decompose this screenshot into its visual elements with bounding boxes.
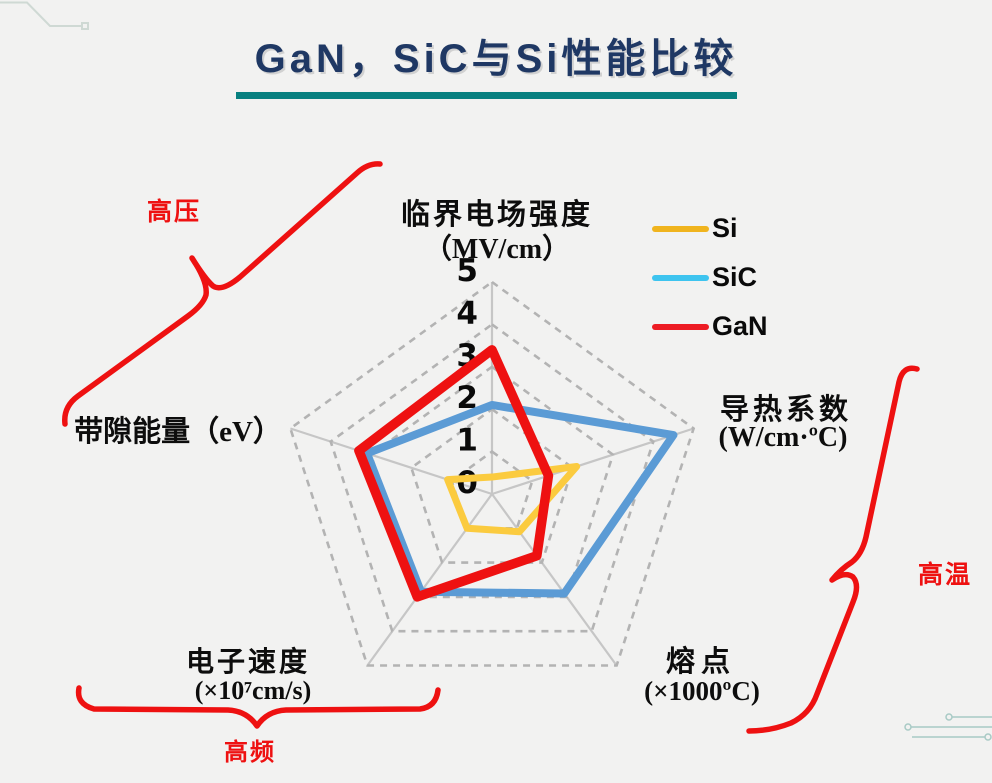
legend-swatch-SiC — [652, 274, 709, 281]
legend-label-GaN: GaN — [712, 311, 768, 341]
legend-row-GaN: GaN — [652, 302, 872, 351]
tick-label: 0 — [456, 465, 478, 501]
axis-label-thermal-conductivity: 导热系数 — [719, 394, 852, 426]
bottom-right-decoration-lines — [904, 713, 992, 741]
legend-row-Si: Si — [652, 204, 872, 253]
page-title: GaN，SiC与Si性能比较 — [254, 37, 738, 81]
legend-label-Si: Si — [712, 213, 738, 243]
annotation-high-voltage: 高压 — [146, 198, 201, 226]
radar-spoke — [366, 493, 493, 667]
radar-spoke — [491, 427, 694, 496]
high-temperature-brace — [746, 365, 920, 734]
axis-label-electron-velocity: 电子速度 — [185, 647, 310, 678]
axis-unit-critical-field: （MV/cm） — [423, 234, 571, 265]
series-polygon-SiC — [362, 400, 678, 598]
top-left-decoration-line — [0, 1, 89, 30]
annotation-high-temperature: 高温 — [917, 561, 972, 589]
axis-unit-thermal-conductivity: (W/cm·ºC) — [718, 422, 848, 453]
axis-unit-melting-point: (×1000ºC) — [644, 676, 760, 706]
radar-spoke — [290, 427, 493, 496]
high-voltage-brace — [62, 161, 383, 427]
axis-label-melting-point: 熔点 — [665, 646, 736, 678]
radar-spoke — [491, 493, 618, 667]
tick-label: 5 — [456, 253, 478, 289]
radar-ring — [409, 407, 575, 564]
tick-label: 1 — [456, 423, 478, 459]
axis-unit-electron-velocity: (×10⁷cm/s) — [194, 676, 312, 705]
axis-label-critical-field: 临界电场强度 — [400, 199, 593, 231]
tick-label: 4 — [456, 295, 478, 331]
series-polygon-Si — [444, 462, 581, 536]
radar-ring — [329, 322, 655, 633]
annotation-high-frequency: 高频 — [224, 739, 276, 766]
legend-row-SiC: SiC — [652, 253, 872, 302]
tick-label: 2 — [456, 380, 478, 416]
title-underline — [236, 92, 737, 99]
legend-label-SiC: SiC — [712, 262, 758, 292]
high-frequency-brace — [75, 685, 441, 729]
legend-swatch-Si — [652, 225, 709, 232]
series-polygon-GaN — [354, 345, 554, 602]
legend-swatch-GaN — [652, 323, 709, 330]
axis-label-bandgap-energy: 带隙能量（eV） — [74, 416, 282, 448]
radar-series-polygons — [354, 345, 678, 602]
